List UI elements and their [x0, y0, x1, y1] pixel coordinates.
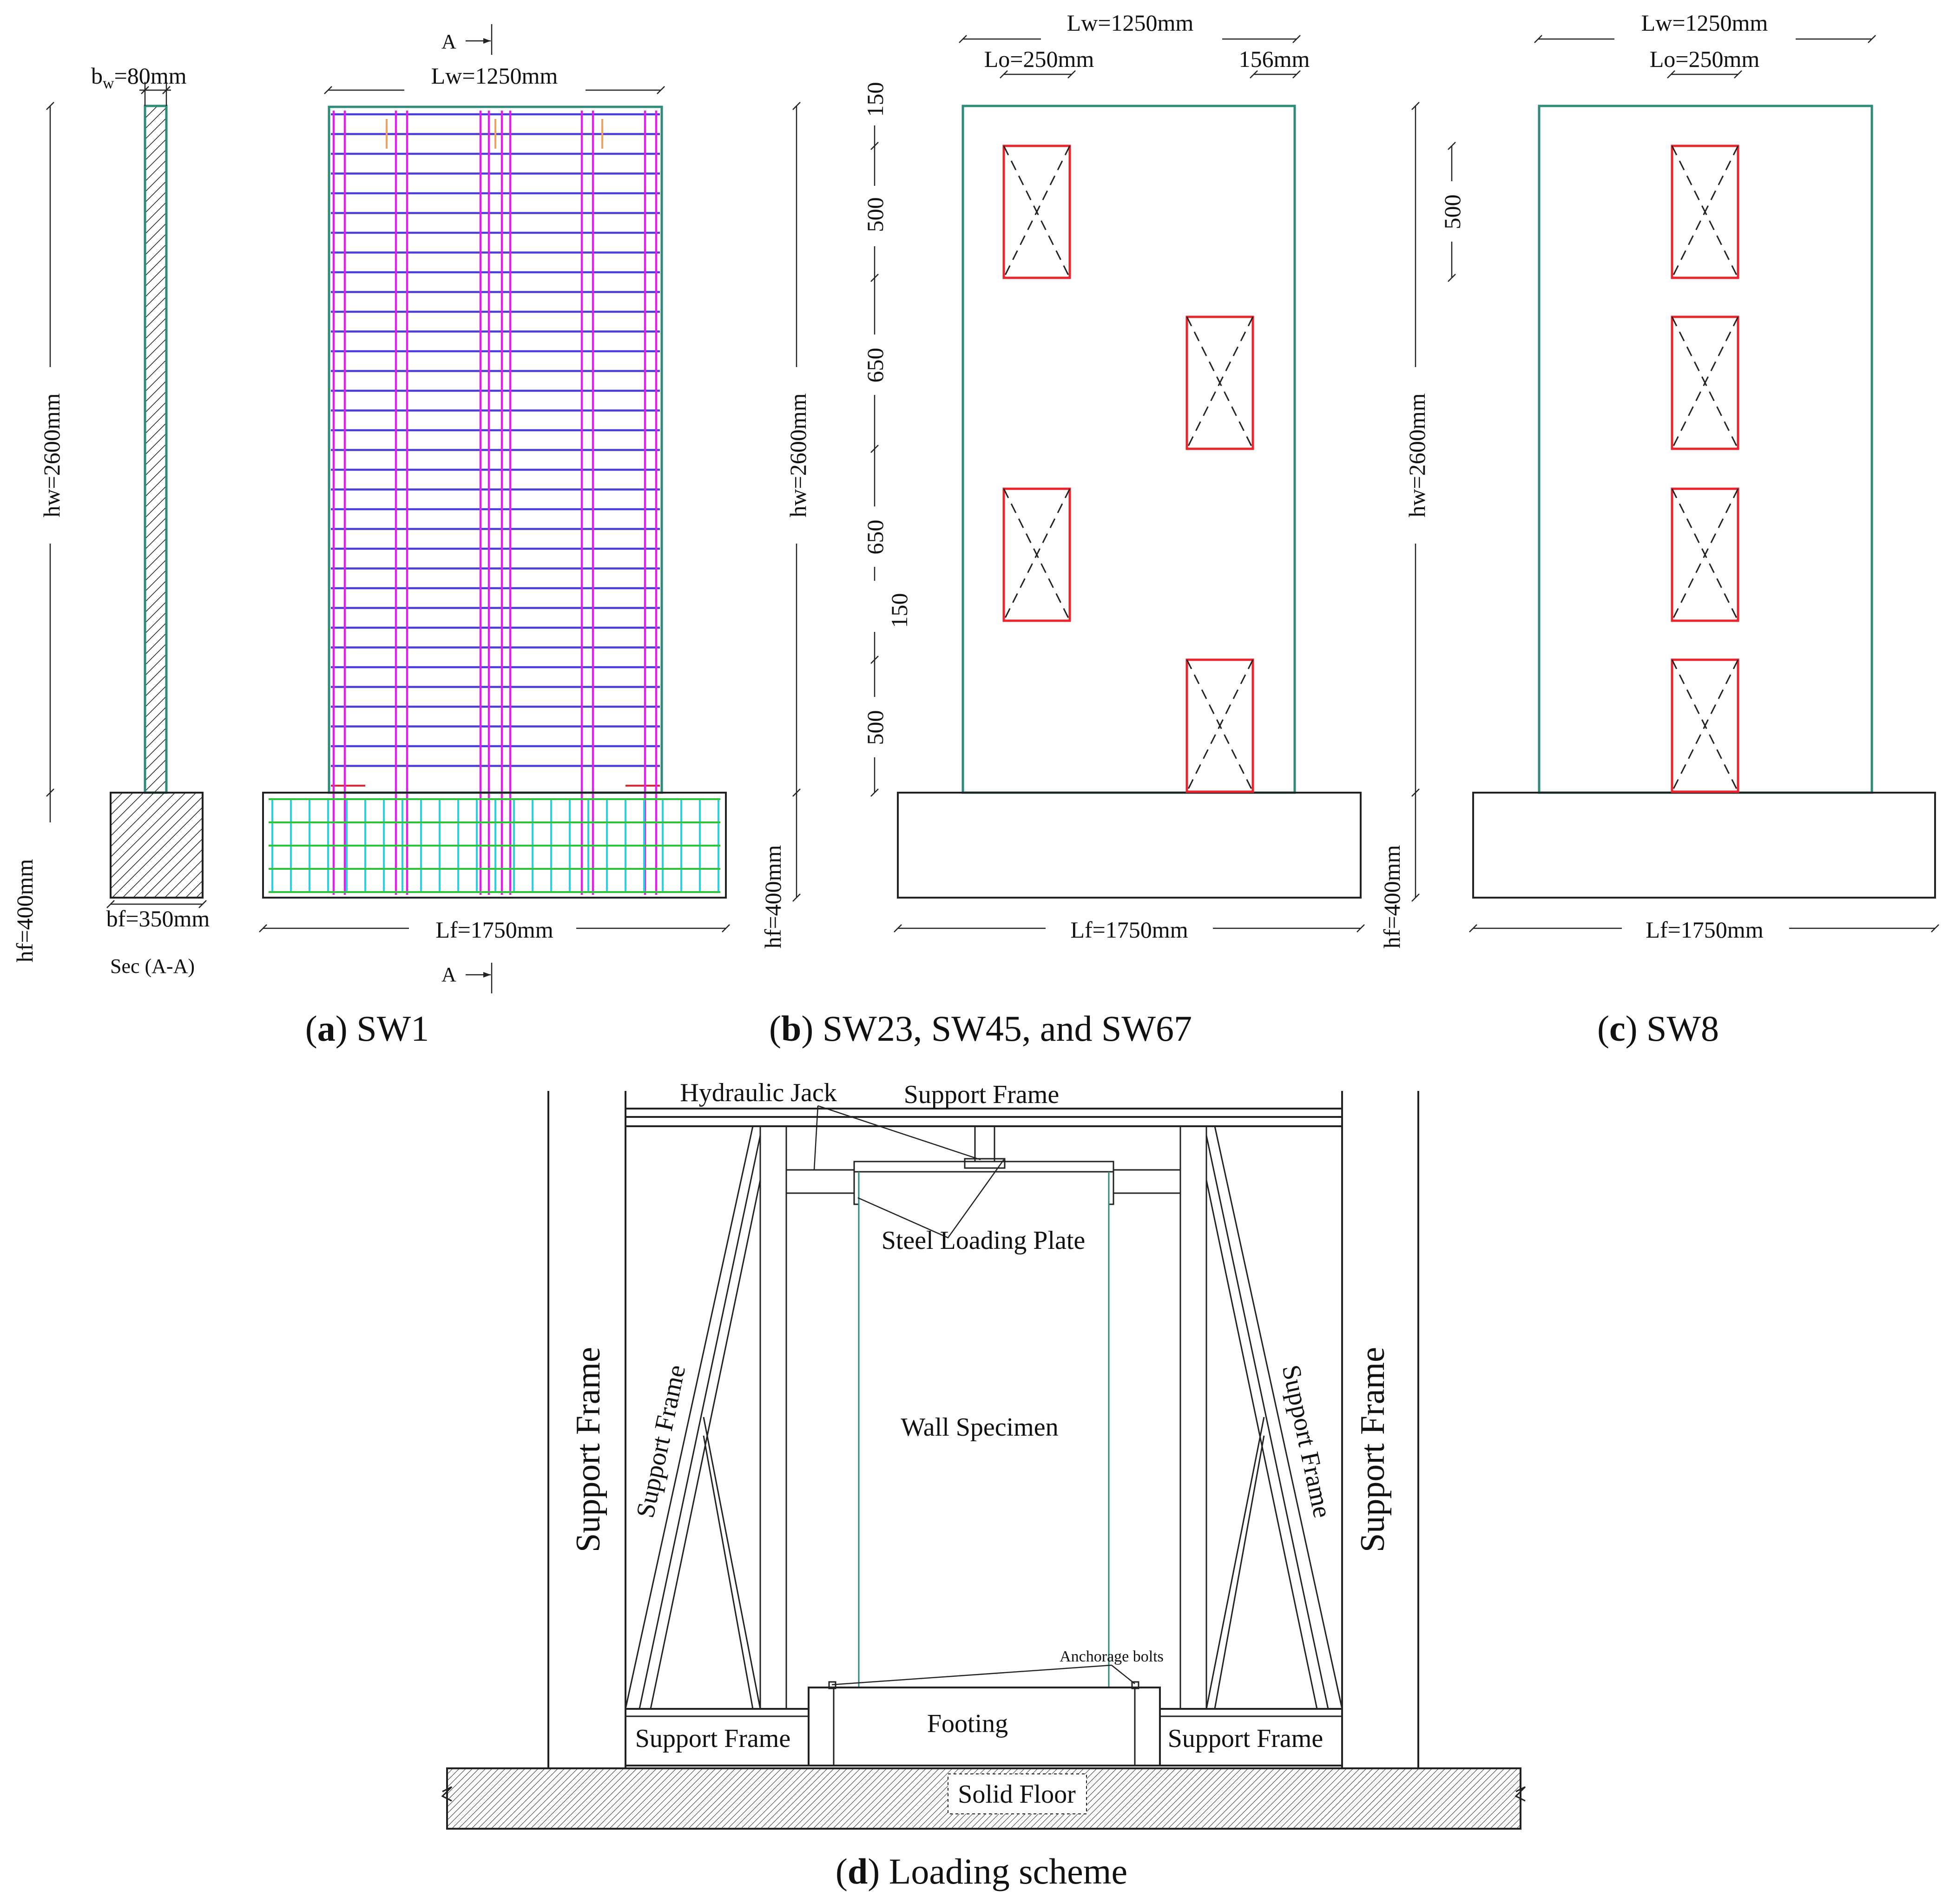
label-footing: Footing	[927, 1709, 1008, 1738]
dim-150-lower: 150	[886, 593, 912, 628]
sw23-hw-label: hw=2600mm	[785, 393, 811, 517]
dim-650-upper: 650	[862, 348, 888, 383]
panel-d-caption: (d) Loading scheme	[836, 1851, 1127, 1891]
opening	[1671, 315, 1739, 450]
panel-a-height-dims: hw=2600mm hf=400mm	[12, 102, 65, 990]
label-wall-specimen: Wall Specimen	[901, 1413, 1058, 1442]
sw1-lw-label: Lw=1250mm	[431, 63, 558, 89]
opening	[1671, 144, 1739, 279]
panel-d-loading-scheme: Hydraulic Jack Support Frame Steel Loadi…	[441, 1078, 1526, 1891]
sw8-lo-label: Lo=250mm	[1650, 46, 1760, 72]
section-a-a: bw=80mm bf=350mm Sec (A-A)	[91, 63, 210, 978]
sw8-openings	[1671, 144, 1739, 793]
dim-500-top: 500	[862, 197, 888, 232]
footing-mesh	[269, 798, 720, 893]
label-solid-floor: Solid Floor	[958, 1780, 1076, 1809]
sw1-lf-label: Lf=1750mm	[435, 917, 553, 943]
label-support-frame-bottom-left: Support Frame	[635, 1724, 790, 1753]
cut-marker-bottom: A	[441, 963, 456, 986]
sw23-lo-label: Lo=250mm	[984, 46, 1094, 72]
cut-marker-top: A	[441, 30, 456, 53]
label-support-frame-left-outer: Support Frame	[569, 1347, 607, 1552]
panel-c-caption: (c) SW8	[1597, 1008, 1719, 1049]
wall-section-hatch	[144, 105, 168, 794]
panel-a-sw1: bw=80mm bf=350mm Sec (A-A) hw=2600mm hf=…	[12, 24, 730, 1049]
sw23-hf-label: hf=400mm	[760, 845, 786, 949]
sw8-dim-500: 500	[1439, 195, 1465, 230]
top-anchor-ticks	[386, 119, 603, 149]
label-support-frame-left-diag: Support Frame	[631, 1362, 691, 1520]
opening	[1002, 144, 1071, 279]
steel-loading-plate	[853, 1161, 1114, 1173]
panel-b-sw23-sw45-sw67: Lw=1250mm Lo=250mm 156mm	[760, 10, 1365, 1049]
sw23-vertical-dim-chain: 150 500 650 650 150 500	[862, 74, 912, 797]
opening	[1185, 658, 1254, 793]
bf-label: bf=350mm	[106, 906, 210, 932]
hf-label: hf=400mm	[12, 859, 38, 963]
sw8-hf-label: hf=400mm	[1379, 845, 1405, 949]
sw1-footing	[262, 792, 727, 899]
panel-c-sw8: Lw=1250mm Lo=250mm 500 hw=2600mm h	[1379, 10, 1939, 1049]
sw23-edge-label: 156mm	[1239, 46, 1310, 72]
sw1-elevation: Lw=1250mm Lf=1750mm	[259, 24, 730, 993]
opening	[1185, 315, 1254, 450]
label-support-frame-right-diag: Support Frame	[1277, 1362, 1337, 1520]
label-support-frame-top: Support Frame	[904, 1080, 1059, 1109]
sw23-lf-label: Lf=1750mm	[1070, 917, 1188, 943]
label-support-frame-right-outer: Support Frame	[1354, 1347, 1392, 1552]
label-steel-loading-plate: Steel Loading Plate	[882, 1226, 1086, 1255]
label-anchorage-bolts: Anchorage bolts	[1060, 1648, 1164, 1665]
sw23-openings	[1002, 144, 1254, 793]
sw8-footing	[1472, 792, 1936, 899]
horizontal-rebars	[331, 113, 660, 767]
footing-section-hatch	[110, 792, 204, 899]
sw8-lf-label: Lf=1750mm	[1646, 917, 1763, 943]
bw-label: bw=80mm	[91, 63, 187, 92]
section-label: Sec (A-A)	[110, 955, 195, 978]
panel-a-caption: (a) SW1	[305, 1008, 429, 1049]
dim-150-top: 150	[862, 82, 888, 117]
opening	[1671, 658, 1739, 793]
sw8-hw-label: hw=2600mm	[1404, 393, 1430, 517]
panel-b-caption: (b) SW23, SW45, and SW67	[769, 1008, 1192, 1049]
sw8-lw-label: Lw=1250mm	[1641, 10, 1768, 36]
dim-500-bottom: 500	[862, 710, 888, 745]
opening	[1002, 487, 1071, 622]
opening	[1671, 487, 1739, 622]
vertical-rebars	[332, 111, 658, 895]
label-hydraulic-jack: Hydraulic Jack	[680, 1078, 836, 1107]
sw23-footing	[897, 792, 1362, 899]
dim-650-lower: 650	[862, 520, 888, 555]
label-support-frame-bottom-right: Support Frame	[1168, 1724, 1323, 1753]
hw-label: hw=2600mm	[39, 393, 65, 517]
sw23-lw-label: Lw=1250mm	[1067, 10, 1194, 36]
